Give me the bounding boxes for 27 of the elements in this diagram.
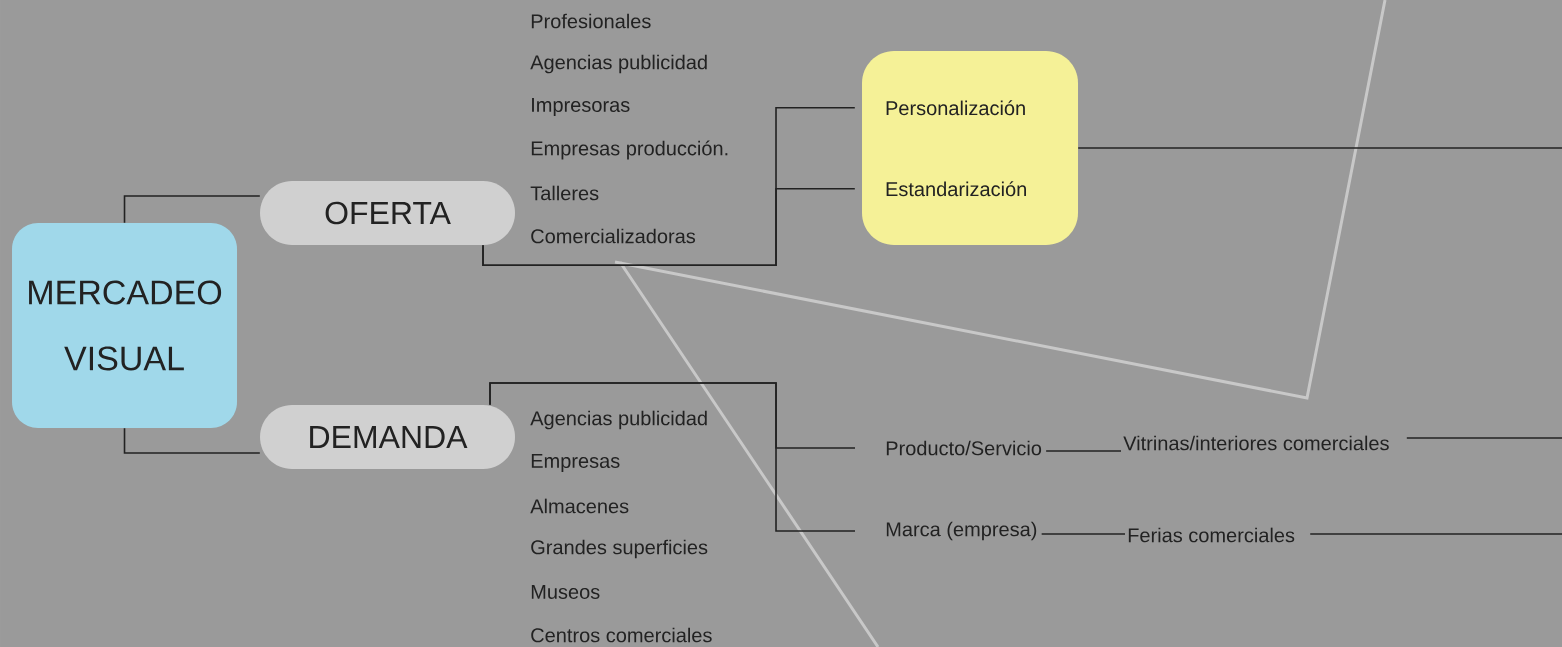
connector-line	[1406, 437, 1562, 439]
category-pill: OFERTA	[260, 181, 515, 245]
connector-line	[489, 382, 856, 532]
branch-text: Producto/Servicio	[886, 440, 1042, 456]
main-topic-box: MERCADEO VISUAL	[12, 223, 237, 428]
option-text: Personalización	[886, 100, 1025, 116]
list-item: Empresas producción.	[531, 140, 728, 160]
option-box	[862, 51, 1078, 245]
branch-text: Vitrinas/interiores comerciales	[1123, 435, 1389, 451]
list-item: Impresoras	[532, 98, 630, 116]
connector-line	[1309, 533, 1562, 535]
category-pill: DEMANDA	[260, 405, 515, 469]
branch-text: Ferias comerciales	[1128, 527, 1295, 543]
list-item: Almacenes	[530, 498, 629, 514]
list-item: Museos	[531, 585, 600, 599]
connector-line	[1077, 147, 1562, 149]
connector-line	[482, 188, 856, 266]
list-item: Profesionales	[531, 13, 651, 29]
list-item: Grandes superficies	[531, 539, 708, 559]
connector-line	[1040, 533, 1126, 535]
branch-text: Marca (empresa)	[886, 521, 1037, 541]
list-item: Centros comerciales	[531, 627, 712, 643]
list-item: Agencias publicidad	[530, 54, 707, 74]
connector-line	[123, 195, 261, 224]
connector-line	[1045, 450, 1122, 452]
connector-line	[123, 427, 261, 454]
option-text: Estandarización	[886, 181, 1026, 197]
